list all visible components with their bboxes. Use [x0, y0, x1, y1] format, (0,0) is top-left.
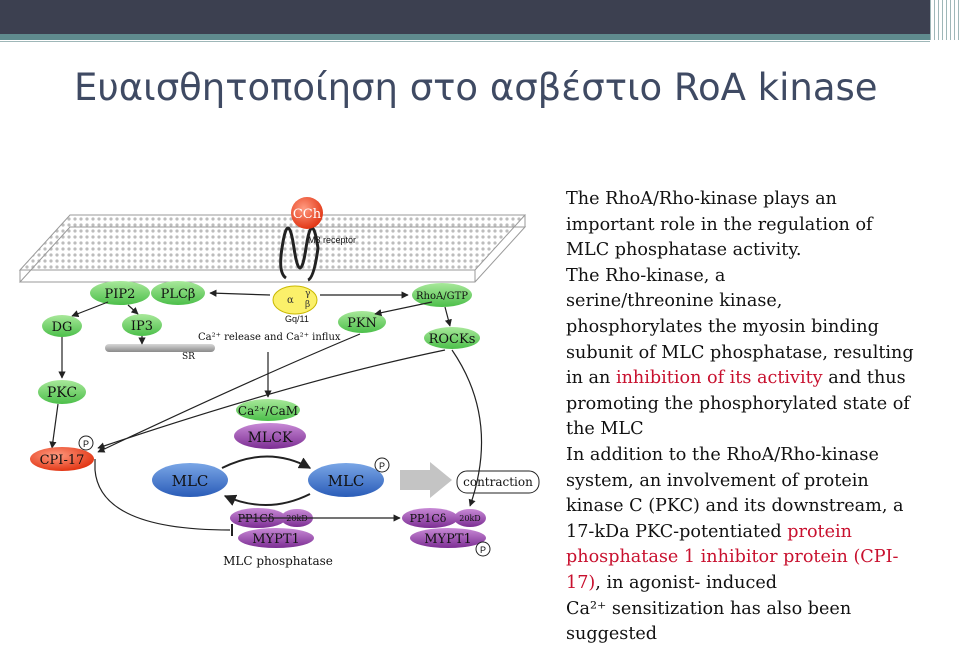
phospho-mlc-label: P: [379, 461, 385, 471]
text-segment: and thus: [822, 368, 906, 389]
text-line: the MLC: [566, 419, 644, 440]
rocks-node: [424, 327, 480, 349]
mlc-left-label: MLC: [172, 472, 209, 490]
contraction-label: contraction: [463, 475, 533, 489]
mypt1-left-node: [238, 528, 314, 548]
pp1c-right-label: PP1Cδ: [410, 512, 447, 525]
highlight-inhibition: inhibition of its activity: [615, 368, 823, 389]
highlight-cpi17: 17): [566, 572, 596, 593]
text-line: phosphorylates the myosin binding: [566, 316, 879, 337]
ip3-label: IP3: [131, 319, 153, 334]
mypt1-right-node: [410, 528, 486, 548]
pkn-node: [338, 311, 386, 333]
text-segment: in an: [566, 368, 616, 389]
mlc-left-node: [152, 463, 228, 497]
text-line: phosphatase 1 inhibitor protein (CPI-: [566, 547, 899, 568]
text-line: system, an involvement of protein: [566, 470, 869, 491]
text-line: promoting the phosphorylated state of: [566, 393, 910, 414]
text-line: The RhoA/Rho-kinase plays an: [566, 189, 837, 209]
header-line: [0, 41, 930, 42]
kd-right-node: [454, 509, 486, 527]
mlc-phosphatase-label: MLC phosphatase: [223, 554, 333, 568]
g-protein: α γ β: [272, 285, 318, 315]
alpha-label: α: [287, 295, 294, 306]
text-segment: 17-kDa PKC-potentiated: [566, 521, 788, 542]
cpi17-label: CPI-17: [40, 453, 85, 468]
m3-receptor-label: M3 receptor: [308, 235, 356, 245]
mlc-right-node: [308, 463, 384, 497]
m3-receptor-icon: [279, 226, 320, 282]
cch-label: CCh: [293, 207, 322, 222]
text-line: kinase C (PKC) and its downstream, a: [566, 496, 904, 517]
text-line: 17), in agonist- induced: [566, 571, 946, 597]
gq11-label: Gq/11: [285, 314, 309, 324]
cell-membrane: [18, 214, 527, 283]
mypt1-left-label: MYPT1: [252, 532, 300, 547]
mypt1-right-label: MYPT1: [424, 532, 472, 547]
text-line: in an inhibition of its activity and thu…: [566, 366, 946, 392]
plcb-label: PLCβ: [161, 287, 196, 302]
plcb-node: [151, 281, 205, 305]
kd-right-label: 20kD: [459, 514, 480, 523]
header-corner-stripes: [930, 0, 960, 40]
pkn-label: PKN: [347, 316, 377, 331]
dg-node: [42, 315, 82, 337]
phospho-label: P: [83, 439, 89, 449]
header-stripe: [0, 34, 930, 40]
ca-release-label: Ca²⁺ release and Ca²⁺ influx: [198, 332, 341, 343]
dg-label: DG: [52, 320, 73, 335]
cpi17-node: [30, 447, 94, 471]
phospho-icon: [78, 435, 94, 451]
ca-cam-node: [236, 399, 300, 421]
ca-cam-label: Ca²⁺/CaM: [238, 404, 298, 418]
beta-label: β: [305, 300, 310, 310]
header-bar: [0, 0, 930, 34]
text-line: suggested: [566, 624, 658, 645]
text-segment: , in agonist- induced: [595, 572, 778, 593]
gamma-label: γ: [305, 289, 310, 299]
text-line: important role in the regulation of: [566, 214, 873, 235]
text-line: MLC phosphatase activity.: [566, 240, 802, 261]
text-line: Ca²⁺ sensitization has also been: [566, 598, 852, 619]
sr-bar: [105, 344, 215, 352]
ip3-node: [122, 314, 162, 336]
text-line: serine/threonine kinase,: [566, 291, 783, 312]
mlck-node: [234, 423, 306, 449]
phospho-mypt1-icon: [475, 541, 491, 557]
cch-ligand-icon: [291, 197, 323, 229]
text-line: subunit of MLC phosphatase, resulting: [566, 342, 914, 363]
pp1c-right-node: [402, 508, 458, 528]
rhoa-label: RhoA/GTP: [416, 291, 468, 302]
slide-title: Ευαισθητοποίηση στο ασβέστιο RoA kinase: [74, 66, 878, 109]
highlight-protein: protein: [787, 521, 853, 542]
text-line: 17-kDa PKC-potentiated protein: [566, 520, 946, 546]
pip2-label: PIP2: [105, 287, 136, 302]
contraction-arrow: [400, 462, 452, 498]
text-line: In addition to the RhoA/Rho-kinase: [566, 444, 879, 465]
phospho-mlc-icon: [374, 457, 390, 473]
pkc-node: [38, 380, 86, 404]
pip2-node: [90, 281, 150, 305]
text-line: The Rho-kinase, a: [566, 265, 726, 286]
pkc-label: PKC: [47, 385, 77, 401]
explanation-text: The RhoA/Rho-kinase plays an important r…: [566, 187, 946, 648]
rocks-label: ROCKs: [429, 332, 476, 347]
phospho-mypt1-label: P: [480, 545, 486, 555]
signaling-pathway-diagram: CCh M3 receptor α γ β Gq/11 PIP2 PLCβ Rh…: [18, 197, 540, 568]
mlck-label: MLCK: [248, 430, 293, 446]
mlc-right-label: MLC: [328, 472, 365, 490]
sr-label: SR: [182, 352, 195, 362]
rhoa-node: [412, 283, 472, 307]
